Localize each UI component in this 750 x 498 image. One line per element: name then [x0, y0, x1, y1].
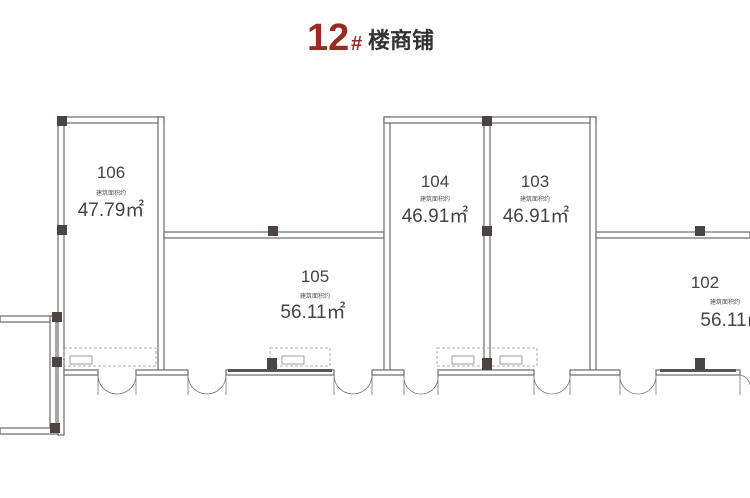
ac-units	[63, 347, 538, 367]
unit-104: 104 建筑面积约 46.91㎡	[402, 172, 469, 227]
area-label: 建筑面积约	[420, 195, 450, 203]
unit-number: 106	[97, 163, 125, 182]
unit-106: 106 建筑面积约 47.79㎡	[78, 163, 145, 221]
unit-102: 102 建筑面积约 56.11㎡	[691, 273, 750, 331]
building-number: 12	[307, 17, 349, 59]
unit-number: 105	[301, 267, 329, 286]
building-hash: #	[351, 33, 362, 55]
pillars	[50, 116, 705, 433]
page-title: 12 # 楼商铺	[307, 17, 434, 59]
area-label: 建筑面积约	[710, 298, 740, 306]
doors	[97, 374, 750, 395]
unit-number: 104	[421, 172, 449, 191]
area-label: 建筑面积约	[96, 189, 126, 197]
unit-number: 103	[521, 172, 549, 191]
area-label: 建筑面积约	[520, 195, 550, 203]
unit-area: 47.79㎡	[78, 198, 145, 221]
unit-area: 46.91㎡	[402, 204, 469, 227]
area-label: 建筑面积约	[300, 292, 330, 300]
unit-103: 103 建筑面积约 46.91㎡	[503, 172, 570, 227]
unit-area: 46.91㎡	[503, 204, 570, 227]
unit-number: 102	[691, 273, 719, 292]
unit-area: 56.11㎡	[700, 308, 750, 331]
title-text: 楼商铺	[368, 28, 434, 54]
unit-area: 56.11㎡	[280, 300, 345, 323]
unit-105: 105 建筑面积约 56.11㎡	[280, 267, 345, 323]
